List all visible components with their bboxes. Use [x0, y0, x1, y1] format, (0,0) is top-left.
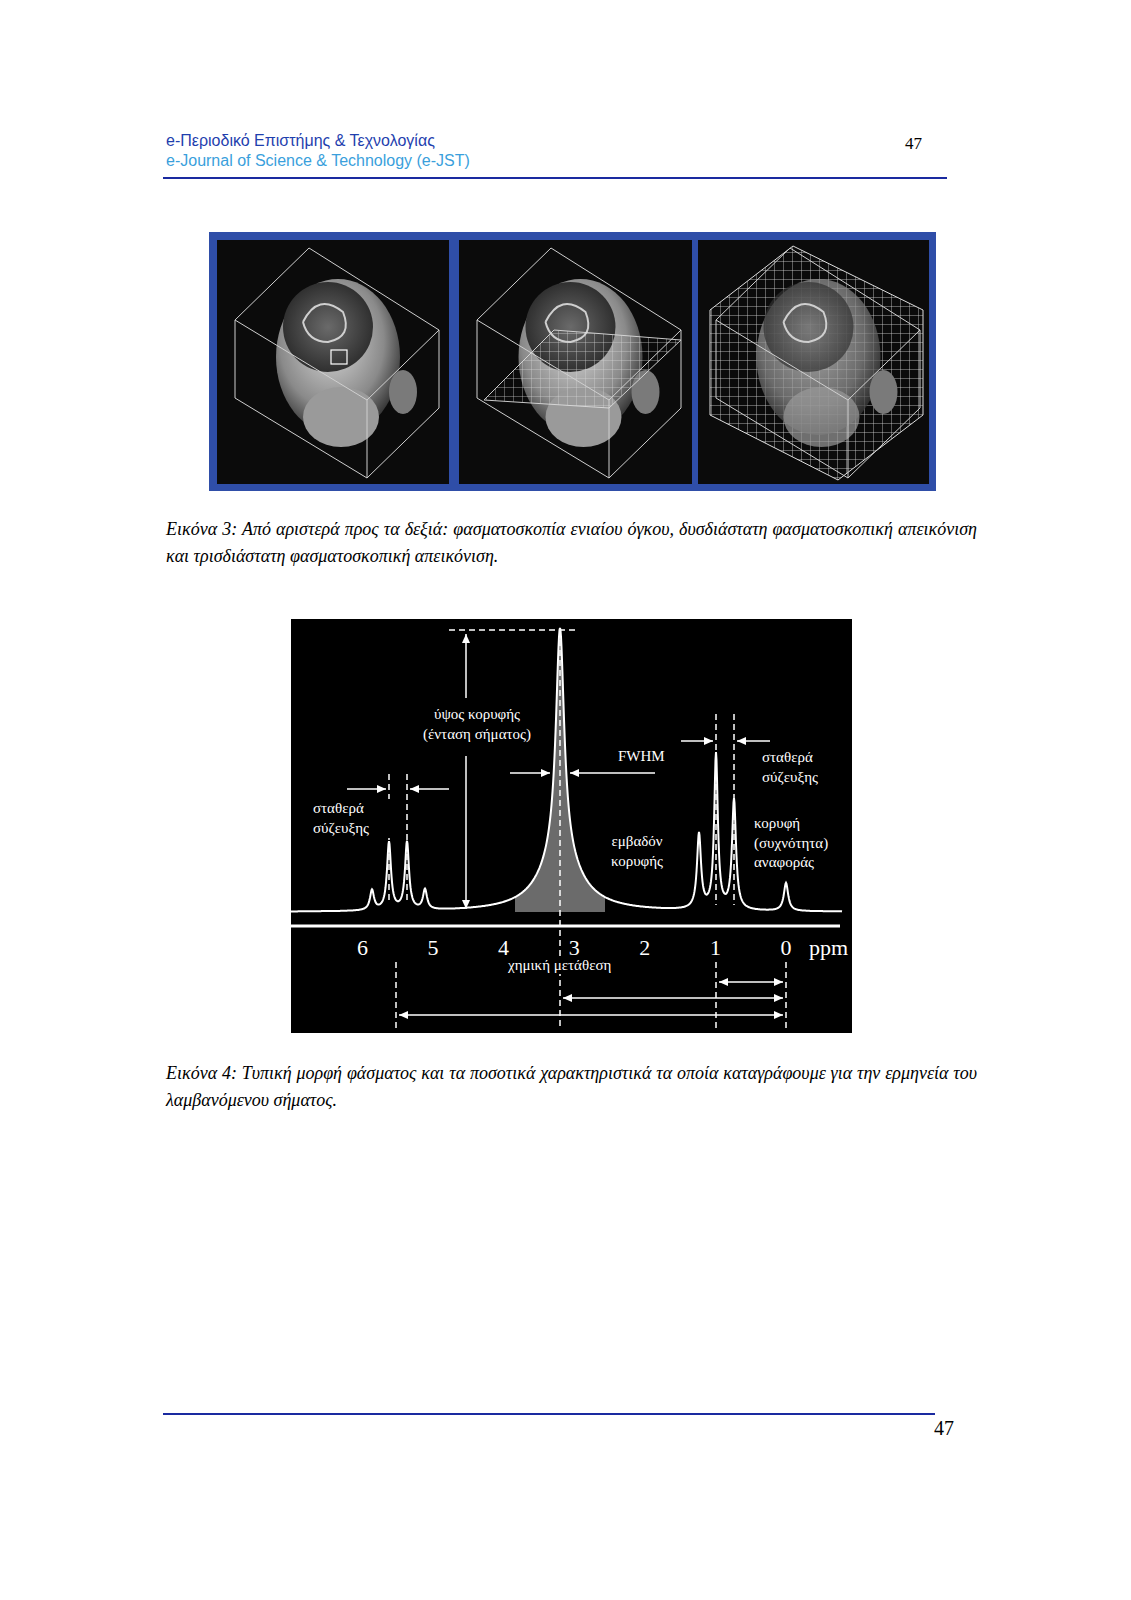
mri-panel: [459, 240, 692, 484]
axis-title: χημική μετάθεση: [506, 956, 613, 974]
illustration-part: [347, 788, 386, 790]
mri-panel: [698, 240, 929, 484]
illustration-part: [715, 962, 717, 1028]
spectrum-label: FWHM: [616, 747, 667, 765]
axis-tick: 5: [426, 935, 441, 961]
journal-title: e-Περιοδικό Επιστήμης & Τεχνολογίας: [166, 131, 435, 150]
figure-caption: Εικόνα 3: Από αριστερά προς τα δεξιά: φα…: [166, 516, 977, 570]
illustration-part: [465, 756, 467, 909]
illustration-part: [764, 282, 854, 372]
axis-unit: ppm: [807, 935, 850, 961]
illustration-part: [367, 400, 368, 478]
illustration-part: [283, 282, 373, 372]
illustration-part: [510, 772, 550, 774]
illustration-part: [698, 240, 929, 484]
illustration-part: [395, 962, 397, 1028]
spectrum-label: εμβαδόν κορυφής: [596, 832, 678, 871]
leader-lines: [347, 630, 786, 1028]
illustration-part: [484, 330, 681, 408]
page-number: 47: [905, 134, 922, 154]
illustration-part: [465, 634, 467, 698]
illustration-part: [388, 774, 390, 903]
illustration-part: [716, 248, 920, 478]
mri-panels: [217, 240, 929, 484]
illustration-part: [459, 240, 692, 484]
illustration-part: [719, 981, 783, 983]
spectrum-label: σταθερά σύζευξης: [760, 748, 844, 787]
illustration-part: [785, 962, 787, 1028]
illustration-part: [870, 370, 898, 414]
illustration-part: [710, 246, 923, 480]
illustration-part: [367, 330, 439, 400]
illustration-part: [733, 714, 735, 905]
illustration-part: [303, 304, 346, 342]
figure-frame: [209, 232, 936, 491]
illustration-part: [563, 997, 783, 999]
header-rule: [163, 177, 947, 179]
illustration-part: [848, 400, 849, 478]
illustration-part: [235, 248, 439, 478]
illustration-part: [681, 740, 713, 742]
illustration-part: [389, 370, 417, 414]
page-number: 47: [934, 1416, 954, 1440]
spectrum-ground: [291, 619, 852, 1033]
illustration-part: [449, 629, 577, 631]
spectrum-label: κορυφή (συχνότητα) αναφοράς: [752, 814, 851, 873]
illustration-part: [217, 240, 449, 484]
axis-tick: 0: [779, 935, 794, 961]
illustration-part: [235, 320, 367, 400]
axis-tick: 1: [708, 935, 723, 961]
illustration-part: [331, 350, 347, 364]
illustration-part: [406, 774, 408, 903]
spectrum-label: ύψος κορυφής (ένταση σήματος): [410, 705, 544, 744]
illustration-part: [477, 248, 681, 478]
axis-tick: 2: [637, 935, 652, 961]
axis-tick: 6: [355, 935, 370, 961]
illustration-part: [609, 400, 610, 478]
illustration-part: [715, 714, 717, 905]
footer-rule: [163, 1413, 935, 1415]
illustration-part: [848, 330, 920, 400]
journal-subtitle: e-Journal of Science & Technology (e-JST…: [166, 151, 470, 170]
illustration-part: [303, 387, 379, 447]
spectrum-label: σταθερά σύζευξης: [311, 799, 390, 838]
figure-caption: Εικόνα 4: Τυπική μορφή φάσματος και τα π…: [166, 1060, 977, 1114]
illustration-part: [570, 772, 655, 774]
illustration-part: [410, 788, 449, 790]
illustration-part: [784, 304, 827, 342]
illustration-part: [737, 740, 770, 742]
illustration-part: [399, 1014, 783, 1016]
mri-panel: [217, 240, 449, 484]
illustration-part: [716, 320, 848, 400]
axis-line: [291, 925, 840, 928]
